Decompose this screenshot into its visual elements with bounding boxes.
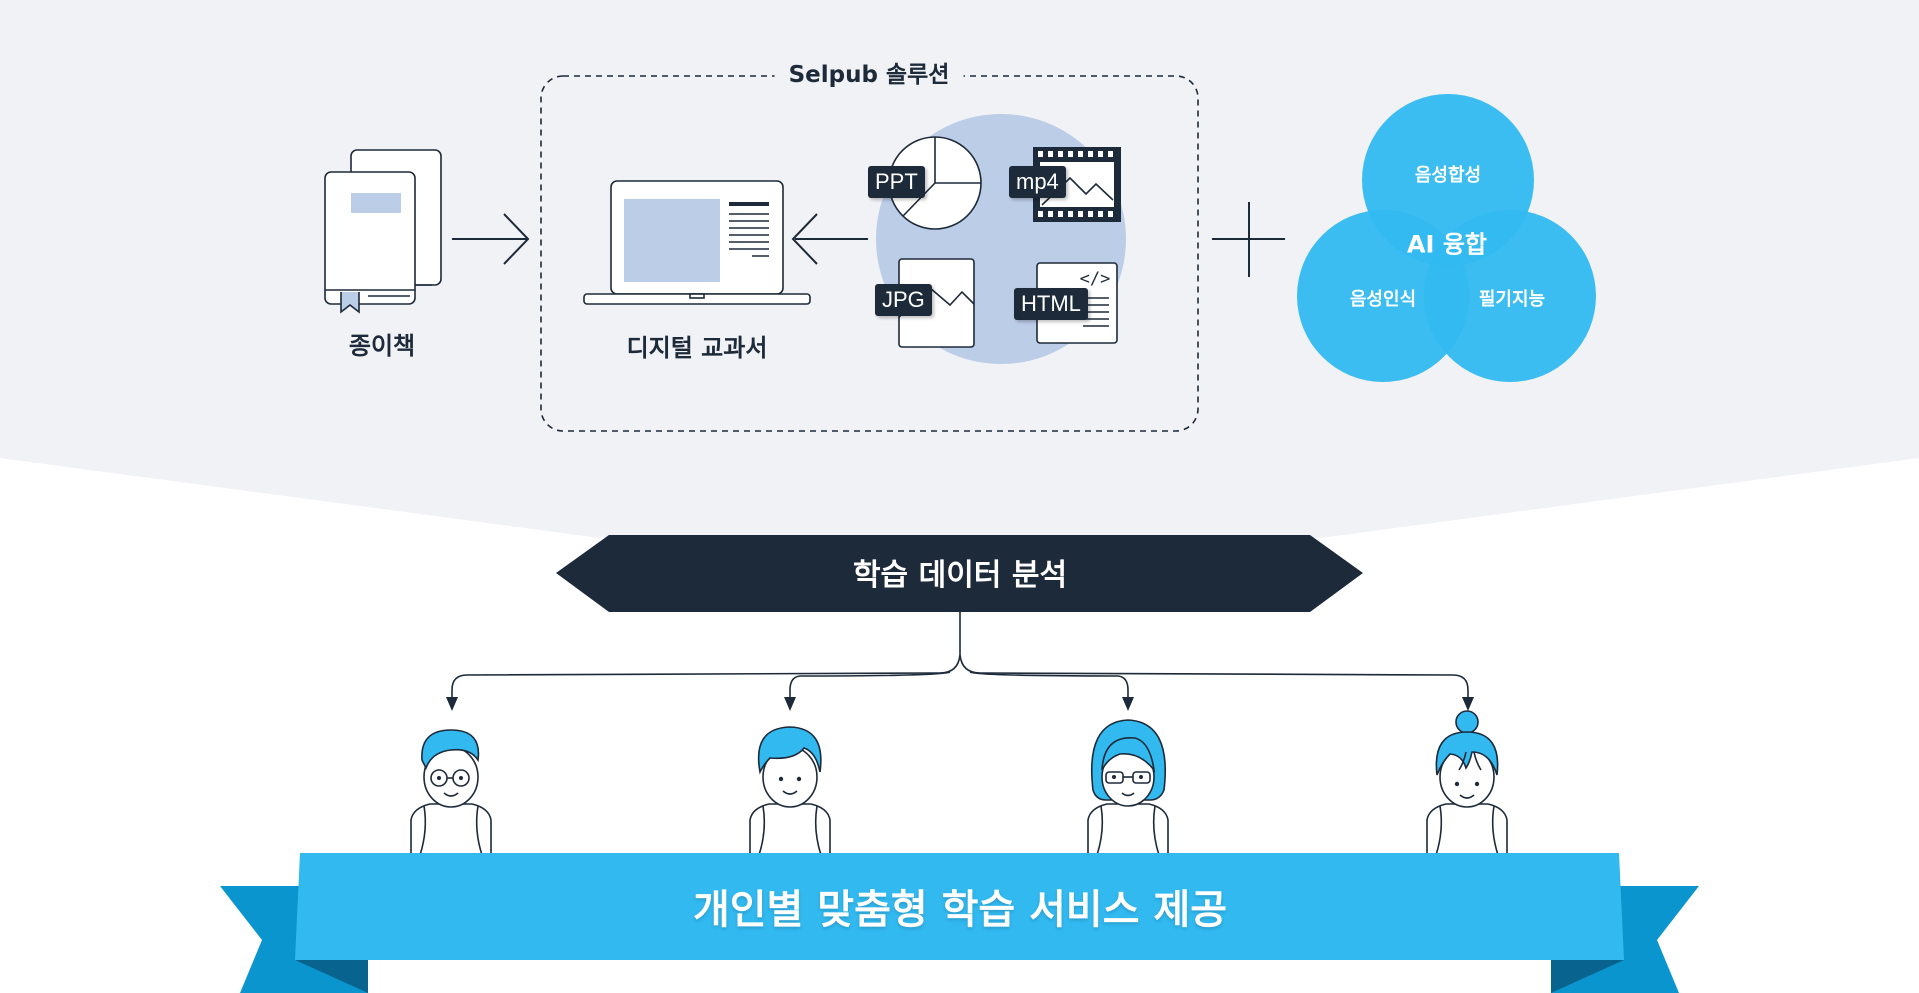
venn-circle-handwriting	[1424, 210, 1596, 382]
format-tag-ppt: PPT	[868, 166, 925, 198]
plus-icon	[1212, 202, 1285, 277]
solution-box	[540, 75, 1199, 432]
arrow-formats-to-textbook	[791, 213, 868, 265]
service-ribbon-shape	[220, 853, 1699, 993]
digital-textbook-label: 디지털 교과서	[626, 334, 768, 362]
analysis-banner-shape	[556, 535, 1363, 612]
venn-label-speech-synthesis: 음성합성	[1414, 165, 1482, 186]
venn-center-label: AI 융합	[1406, 230, 1488, 259]
venn-circle-speech-recognition	[1297, 210, 1469, 382]
code-glyph: </>	[1080, 269, 1111, 289]
connector-arrowheads	[446, 697, 1474, 711]
ai-venn-diagram	[1297, 94, 1596, 382]
learner-2	[749, 726, 831, 856]
analysis-banner-label: 학습 데이터 분석	[852, 558, 1068, 593]
paper-book-label: 종이책	[348, 332, 416, 360]
format-tag-html: HTML	[1014, 288, 1088, 320]
format-tag-mp4: mp4	[1009, 166, 1066, 198]
venn-label-handwriting: 필기지능	[1478, 289, 1546, 310]
paper-book-icon	[324, 149, 442, 314]
learner-3	[1087, 719, 1169, 856]
venn-label-speech-recognition: 음성인식	[1349, 289, 1417, 310]
format-tag-jpg: JPG	[875, 284, 932, 316]
laptop-icon	[583, 180, 811, 305]
pie-chart-icon	[888, 136, 982, 230]
distribution-connectors	[451, 612, 1469, 697]
learner-4	[1426, 710, 1508, 856]
service-ribbon-label: 개인별 맞춤형 학습 서비스 제공	[692, 887, 1228, 933]
arrow-book-to-textbook	[452, 213, 530, 265]
learner-1	[410, 729, 492, 856]
solution-box-title: Selpub 솔루션	[774, 58, 964, 92]
